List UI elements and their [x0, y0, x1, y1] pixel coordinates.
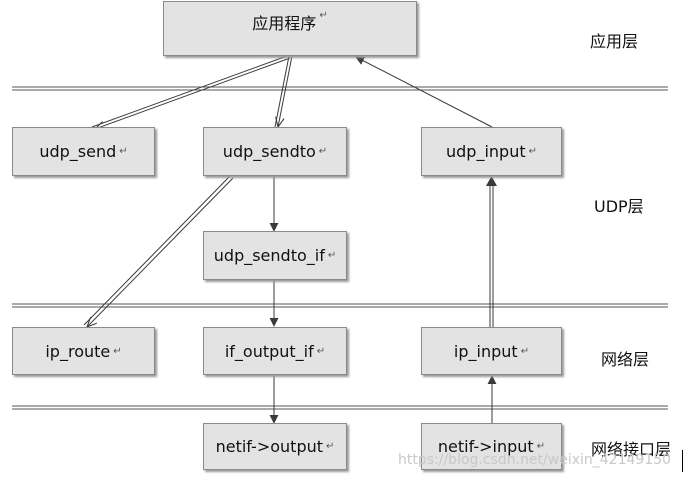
box-if-output-if-label: if_output_if: [224, 341, 314, 361]
watermark-url: https://blog.csdn.net/weixin_42149150: [398, 452, 672, 468]
box-ip-route-label: ip_route: [45, 341, 111, 361]
paragraph-mark: ↵: [316, 345, 326, 357]
box-ip-input: ip_input↵: [421, 327, 562, 375]
paragraph-mark: ↵: [520, 345, 530, 357]
layer-separator-app-udp: [12, 86, 668, 91]
box-udp-sendto-if: udp_sendto_if↵: [203, 231, 347, 280]
box-netif-output-label: netif->output: [215, 437, 324, 456]
box-application: 应用程序↵: [163, 1, 417, 56]
box-udp-sendto: udp_sendto↵: [203, 127, 347, 176]
box-ip-input-label: ip_input: [453, 341, 518, 361]
arrow-udp-sendto-to-ip-route: [83, 175, 234, 327]
box-udp-send-label: udp_send: [39, 142, 117, 161]
arrow-app-to-udp-sendto: [274, 55, 293, 127]
layer-label-netif: 网络接口层: [591, 440, 672, 459]
arrow-udp-input-to-app: [355, 56, 493, 128]
layer-label-network: 网络层: [601, 350, 650, 369]
box-udp-send: udp_send↵: [12, 127, 155, 176]
box-netif-input: netif->input↵: [421, 423, 562, 470]
arrow-app-to-udp-send: [91, 55, 291, 129]
box-if-output-if: if_output_if↵: [203, 327, 347, 375]
box-netif-output: netif->output↵: [203, 423, 347, 470]
box-udp-sendto-if-label: udp_sendto_if: [213, 246, 325, 265]
box-ip-route: ip_route↵: [12, 327, 155, 375]
paragraph-mark: ↵: [327, 250, 337, 261]
paragraph-mark: ↵: [319, 10, 328, 21]
box-udp-sendto-label: udp_sendto: [222, 142, 316, 161]
paragraph-mark: ↵: [536, 441, 546, 452]
layer-separator-udp-network: [12, 303, 668, 308]
box-netif-input-label: netif->input: [437, 437, 534, 456]
paragraph-mark: ↵: [119, 146, 128, 157]
arrow-ip-input-to-udp-input: [486, 176, 497, 327]
layer-separator-network-netif: [12, 405, 668, 410]
layer-label-udp: UDP层: [594, 197, 644, 216]
box-application-label: 应用程序: [252, 14, 317, 33]
paragraph-mark: ↵: [113, 345, 122, 357]
paragraph-mark: ↵: [326, 441, 335, 452]
box-udp-input-label: udp_input: [446, 142, 526, 161]
paragraph-mark: ↵: [528, 146, 537, 157]
paragraph-mark: ↵: [318, 146, 328, 157]
layer-label-application: 应用层: [590, 32, 639, 51]
box-udp-input: udp_input↵: [421, 127, 562, 176]
text-cursor: [682, 450, 683, 472]
